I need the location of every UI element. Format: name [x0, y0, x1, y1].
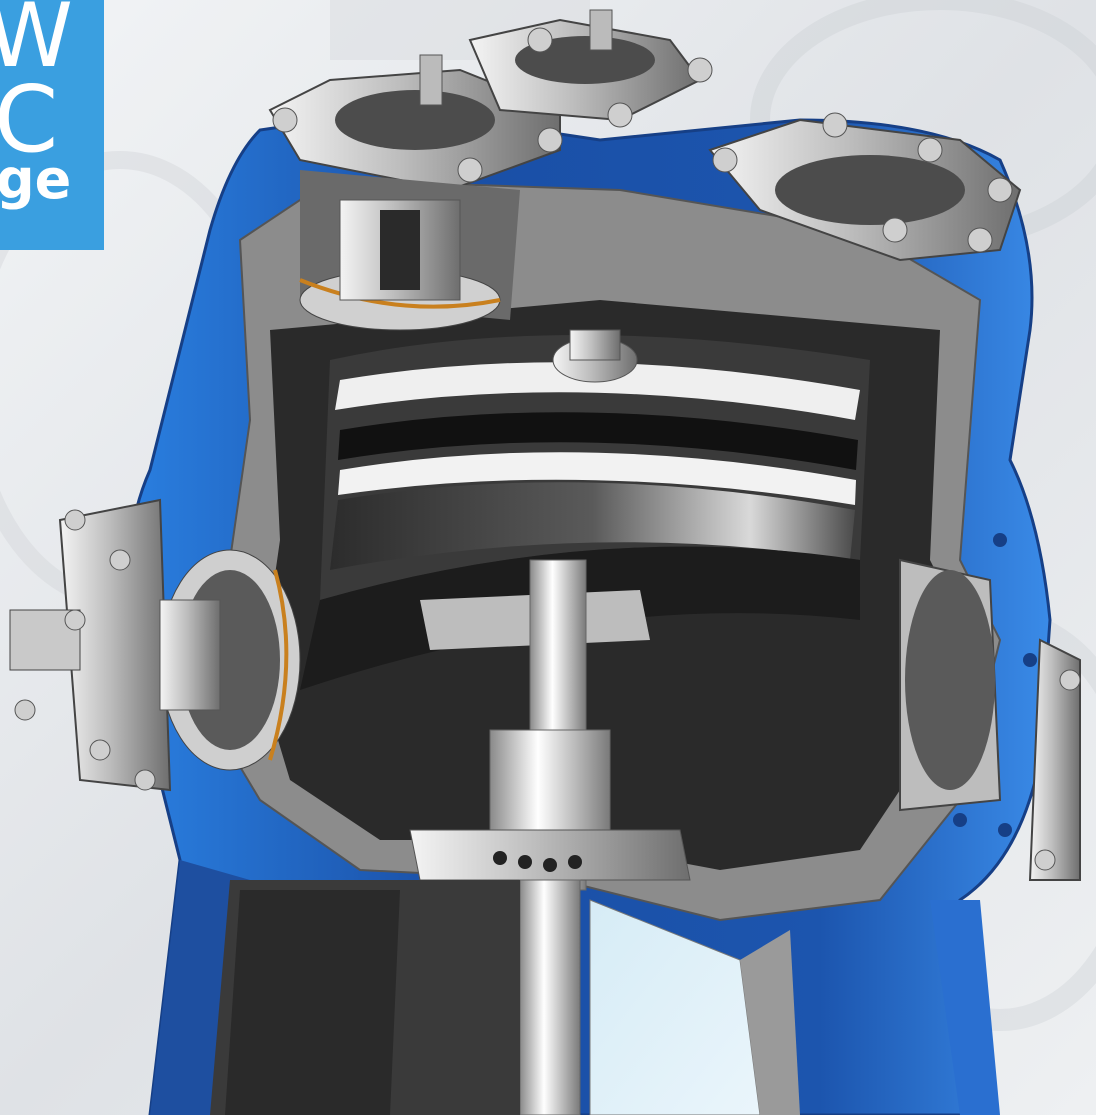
- brand-text-line-3: ge: [0, 148, 72, 211]
- brand-text-line-2: C: [0, 66, 59, 173]
- side-valve-right: [899, 533, 1081, 881]
- brand-logo-panel: W C ge: [0, 0, 104, 250]
- top-valve-covers: [268, 9, 1022, 262]
- brand-text-line-1: W: [0, 0, 74, 87]
- side-valve-left: [9, 498, 301, 792]
- suction-valve-top: [299, 170, 520, 331]
- piston-rod: [409, 559, 691, 1115]
- distance-piece: [210, 880, 800, 1115]
